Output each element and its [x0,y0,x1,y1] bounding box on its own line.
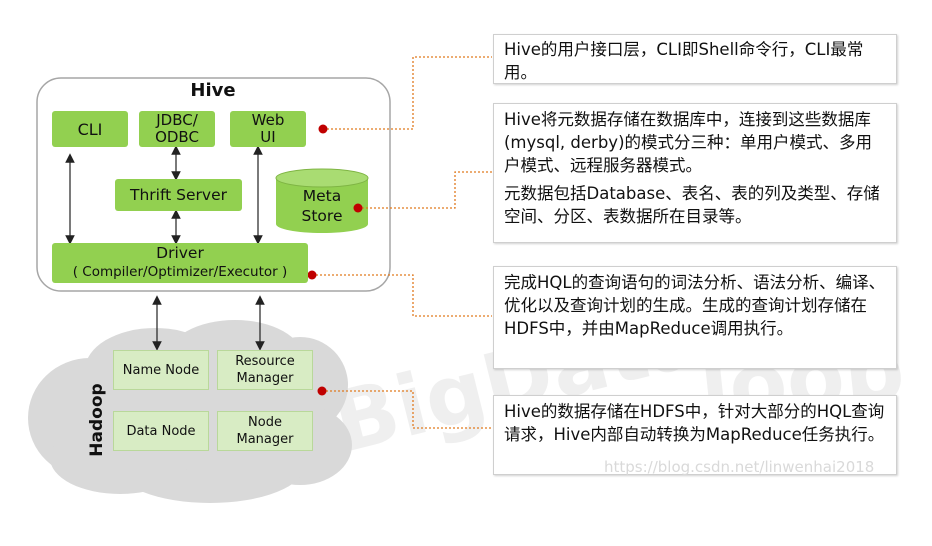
dot-meta [353,203,363,213]
metastore-cylinder [275,168,369,233]
connector-driver-note [312,274,492,317]
node-manager-box: Node Manager [217,411,313,451]
connector-meta-note [358,171,492,209]
note-hadoop: Hive的数据存储在HDFS中，针对大部分的HQL查询请求，Hive内部自动转换… [493,395,897,475]
jdbc-odbc-box: JDBC/ ODBC [139,111,215,147]
hadoop-label: Hadoop [87,383,107,457]
cli-box: CLI [52,111,128,147]
data-node-box: Data Node [113,411,209,451]
resource-manager-box: Resource Manager [217,350,313,390]
thrift-server-box: Thrift Server [115,179,242,211]
note-metastore: Hive将元数据存储在数据库中，连接到这些数据库(mysql, derby)的模… [493,103,897,243]
meta-store-label: Meta Store [301,187,343,225]
note-metastore-content: 元数据包括Database、表名、表的列及类型、存储空间、分区、表数据所在目录等… [504,184,880,226]
note-metastore-modes: Hive将元数据存储在数据库中，连接到这些数据库(mysql, derby)的模… [504,110,873,175]
note-user-interface: Hive的用户接口层，CLI即Shell命令行，CLI最常用。 [493,34,897,84]
dot-ui [318,124,328,134]
url-watermark: https://blog.csdn.net/linwenhai2018 [604,458,875,476]
connector-ui-note [323,56,492,130]
driver-box: Driver ( Compiler/Optimizer/Executor ) [52,243,308,283]
note-driver: 完成HQL的查询语句的词法分析、语法分析、编译、优化以及查询计划的生成。生成的查… [493,266,897,369]
web-ui-box: Web UI [230,111,306,147]
connector-hadoop-note [322,390,492,429]
driver-title: Driver [156,244,204,262]
hive-title: Hive [190,80,236,101]
dot-driver [307,270,317,280]
dot-hadoop [317,386,327,396]
driver-subtitle: ( Compiler/Optimizer/Executor ) [72,264,288,280]
name-node-box: Name Node [113,350,209,390]
